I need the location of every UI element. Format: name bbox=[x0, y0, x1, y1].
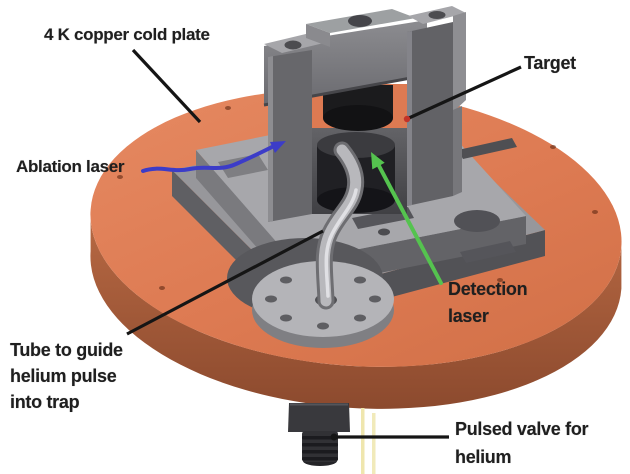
annotations bbox=[126, 48, 522, 441]
cold-plate-leader-line bbox=[131, 48, 202, 124]
detection-laser-label: Detection laser bbox=[448, 279, 528, 326]
pulsed-valve bbox=[288, 403, 350, 466]
pulsed-valve-label: Pulsed valve for helium bbox=[455, 419, 589, 467]
valve-body bbox=[288, 403, 350, 432]
right-column bbox=[407, 22, 453, 206]
flange bbox=[227, 238, 394, 348]
detection-laser-arrow bbox=[371, 152, 443, 285]
target-label: Target bbox=[524, 53, 576, 73]
helium-tube-label: Tube to guide helium pulse into trap bbox=[10, 340, 123, 412]
ablation-laser-label: Ablation laser bbox=[16, 157, 125, 176]
flange-bolt-holes bbox=[265, 268, 381, 330]
bracket-bolt-hole-left bbox=[284, 40, 302, 50]
helium-tube bbox=[315, 141, 365, 310]
bracket-center-hole bbox=[348, 15, 372, 27]
support-columns bbox=[268, 22, 462, 222]
valve-leader-dot bbox=[330, 433, 338, 441]
target-leader-line bbox=[408, 65, 522, 120]
target-cylinder bbox=[323, 85, 393, 131]
target-leader-tip bbox=[403, 115, 411, 123]
copper-plate-side bbox=[90, 209, 622, 409]
copper-plate-screw-holes bbox=[117, 106, 598, 290]
tube-leader-line bbox=[126, 229, 324, 336]
cold-plate-label: 4 K copper cold plate bbox=[44, 25, 210, 44]
bracket-bolt-hole-right bbox=[428, 11, 446, 19]
ablation-laser-arrow bbox=[141, 141, 286, 173]
helium-beam-lines bbox=[361, 408, 376, 474]
left-column bbox=[268, 50, 312, 222]
